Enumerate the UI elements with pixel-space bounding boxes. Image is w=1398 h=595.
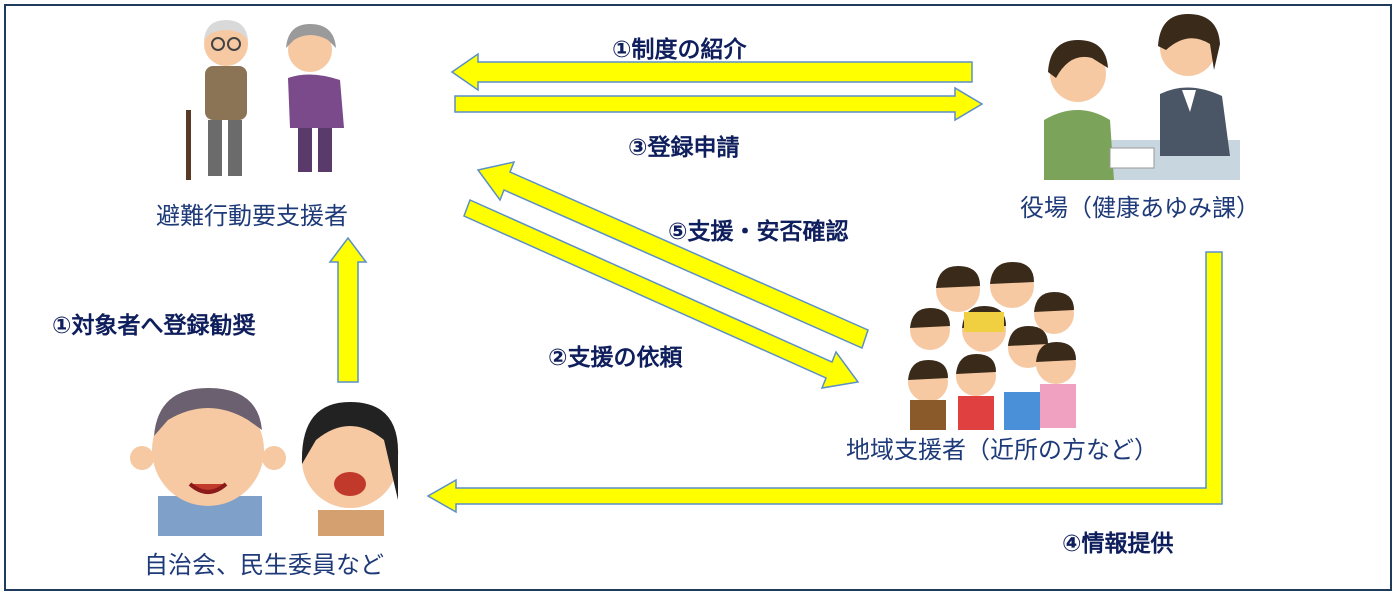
crowd-of-people-icon bbox=[908, 262, 1076, 430]
step-label-info-provision: ④情報提供 bbox=[1062, 531, 1174, 557]
arrow-info-provision bbox=[426, 251, 1223, 514]
actor-label-evacuee: 避難行動要支援者 bbox=[156, 202, 348, 230]
arrow-support-request bbox=[463, 198, 860, 389]
elderly-couple-icon bbox=[186, 20, 344, 180]
actor-label-town-office: 役場（健康あゆみ課） bbox=[1020, 194, 1260, 222]
office-consultation-icon bbox=[1044, 14, 1240, 180]
arrow-intro-system bbox=[450, 52, 973, 92]
actor-label-neighborhood: 自治会、民生委員など bbox=[144, 551, 384, 579]
arrow-support-safety-check bbox=[476, 160, 869, 350]
actor-label-local-supporters: 地域支援者（近所の方など） bbox=[846, 436, 1158, 464]
step-label-intro-system: ①制度の紹介 bbox=[612, 37, 747, 63]
step-label-encourage-registration: ①対象者へ登録勧奨 bbox=[52, 313, 256, 339]
arrow-encourage-registration bbox=[328, 236, 368, 383]
step-label-registration-application: ③登録申請 bbox=[628, 135, 740, 161]
step-label-support-safety-check: ⑤支援・安否確認 bbox=[668, 219, 849, 245]
arrow-registration-application bbox=[454, 86, 984, 122]
step-label-support-request: ②支援の依頼 bbox=[548, 345, 683, 371]
two-smiling-people-icon bbox=[130, 388, 399, 536]
